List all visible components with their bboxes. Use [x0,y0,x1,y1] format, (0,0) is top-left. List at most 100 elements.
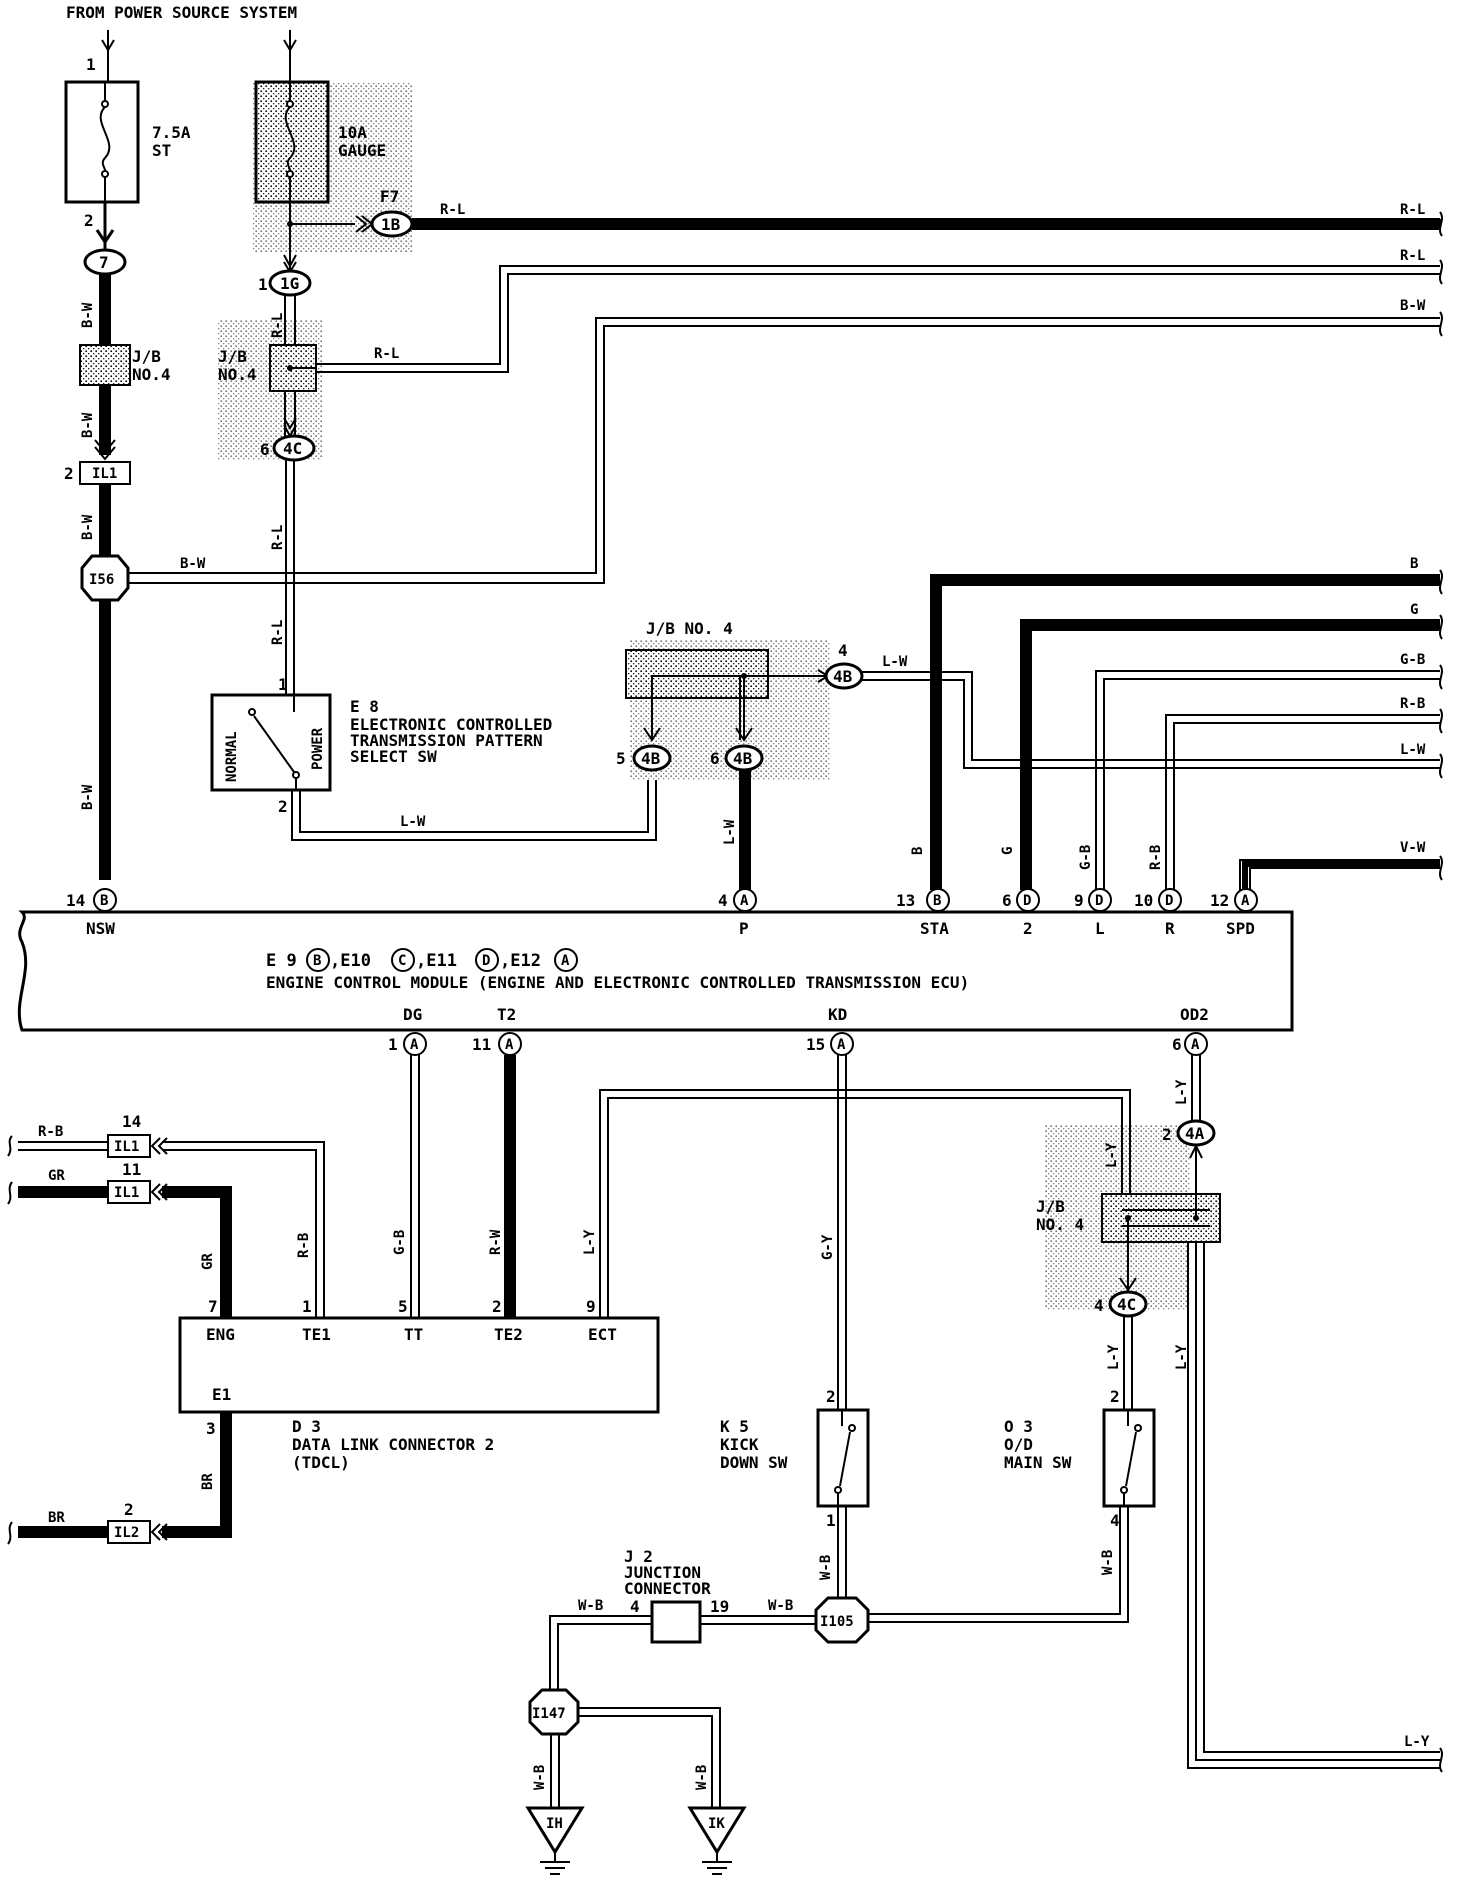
splice-il2 [107,1520,168,1544]
wire-label-gr-v: GR [200,1253,216,1270]
wire-wb-o3 [866,1506,1129,1623]
dlc-term-te1: TE1 [302,1325,331,1344]
connector-7-label: 7 [99,253,109,272]
ecm-ref-e12: ,E12 [500,951,541,971]
ecm-pin-kd-num: 15 [806,1035,825,1054]
ground-ih [525,1806,585,1875]
switch-k5-desc1: KICK [720,1435,759,1454]
fuse-st-name: ST [152,141,171,160]
wire-wb-j2-i105 [700,1615,816,1625]
switch-o3-desc1: O/D [1004,1435,1033,1454]
splice-il1-top-label: IL1 [92,466,117,482]
ecm-title: ENGINE CONTROL MODULE (ENGINE AND ELECTR… [266,973,969,992]
ecm-ref-a: A [561,953,570,969]
wire-gb-l [1095,670,1440,890]
wire-label-rb-v: R-B [1148,845,1164,870]
wire-label-gb-dg: G-B [392,1230,408,1255]
ecm-pin-t2-conn: A [505,1037,514,1053]
dlc-pin-7: 7 [208,1297,218,1316]
wire-label-rb-te1: R-B [296,1233,312,1258]
wire-label-gy: G-Y [820,1234,836,1260]
switch-e8-power: POWER [310,727,326,770]
switch-e8-desc2: TRANSMISSION PATTERN [350,731,543,750]
wire-label-rb: R-B [1400,696,1425,712]
splice-il2-pin: 2 [124,1500,134,1519]
ecm-pin-od2-num: 6 [1172,1035,1182,1054]
connector-4b-6-pin: 6 [710,749,720,768]
dlc-pin-9: 9 [586,1297,596,1316]
wire-label-lw-3r: L-W [1400,742,1426,758]
switch-o3 [1102,1408,1156,1508]
ecm-term-kd: KD [828,1005,847,1024]
ecm-pin-nsw-num: 14 [66,891,85,910]
wire-wb-j2-i147 [549,1615,652,1690]
fuse-st-pin-out: 2 [84,211,94,230]
wire-label-bw-right: B-W [1400,298,1426,314]
ecm-pin-l-num: 9 [1074,891,1084,910]
wire-ly-bottom-right [1187,1242,1440,1769]
source-arrow-right [283,30,297,82]
jb-mid-left-line2: NO.4 [218,365,257,384]
dlc-desc1: DATA LINK CONNECTOR 2 [292,1435,494,1454]
ecm-term-dg: DG [403,1005,422,1024]
switch-e8 [210,693,332,792]
wire-label-b: B [1410,556,1418,572]
splice-il1-14 [107,1134,168,1158]
wire-label-lw-3: L-W [882,654,908,670]
connector-1g [268,269,312,297]
connector-4b-right [824,662,864,690]
splice-i105-label: I105 [820,1614,854,1630]
wire-label-bw-4: B-W [80,784,96,810]
fuse-gauge-name: GAUGE [338,141,386,160]
junction-pin-4: 4 [630,1597,640,1616]
ecm-pin-p-num: 4 [718,891,728,910]
connector-4a-pin: 2 [1162,1125,1172,1144]
wire-rb-r [1165,714,1440,890]
ecm-ref-c-circle [391,948,415,972]
wire-label-gr-left: GR [48,1168,65,1184]
wire-label-wb-k5: W-B [818,1555,834,1580]
ecm-box [17,910,1294,1032]
connector-4c-top-label: 4C [283,439,302,458]
connector-4b-5-pin: 5 [616,749,626,768]
ecm-pin-l-conn: D [1095,893,1103,909]
ecm-term-p: P [739,919,749,938]
connector-1g-label: 1G [280,274,299,293]
ecm-term-nsw: NSW [86,919,115,938]
junction-box [650,1600,702,1644]
wire-label-bw-3: B-W [80,514,96,540]
wire-label-gb: G-B [1400,652,1425,668]
dlc-pin-5: 5 [398,1297,408,1316]
dlc-ref: D 3 [292,1417,321,1436]
connector-7 [83,248,127,276]
source-label: FROM POWER SOURCE SYSTEM [66,3,297,22]
wire-label-lw-1: L-W [400,814,426,830]
wire-label-ly-right: L-Y [1404,1734,1430,1750]
source-arrow-left [101,30,115,82]
wire-label-rl-1r: R-L [1400,202,1425,218]
splice-i147-label: I147 [532,1706,566,1722]
wire-label-ly-top: L-Y [1104,1142,1120,1168]
wire-label-rl-4: R-L [270,525,286,550]
wire-label-rl-5: R-L [270,620,286,645]
switch-k5-pin1: 1 [826,1511,836,1530]
ecm-term-t2: T2 [497,1005,516,1024]
splice-il1-top [79,461,131,485]
connector-4b-5 [632,744,672,772]
ecm-term-2: 2 [1023,919,1033,938]
switch-e8-desc3: SELECT SW [350,747,437,766]
splice-il1-11-pin: 11 [122,1160,141,1179]
ecm-pin-p-conn: A [740,893,749,909]
wire-label-wb-ih: W-B [532,1765,548,1790]
ecm-pin-od2-conn: A [1191,1037,1200,1053]
switch-e8-desc1: ELECTRONIC CONTROLLED [350,715,552,734]
switch-e8-pin1: 1 [278,675,288,694]
ecm-ref-e11: ,E11 [416,951,457,971]
il1-top-pin: 2 [64,464,74,483]
ecm-pin-t2-num: 11 [472,1035,491,1054]
jb-top-left-line2: NO.4 [132,365,171,384]
ecm-bottom-pins [403,1032,1208,1056]
dlc-term-e1: E1 [212,1385,231,1404]
dlc-pin-3: 3 [206,1419,216,1438]
